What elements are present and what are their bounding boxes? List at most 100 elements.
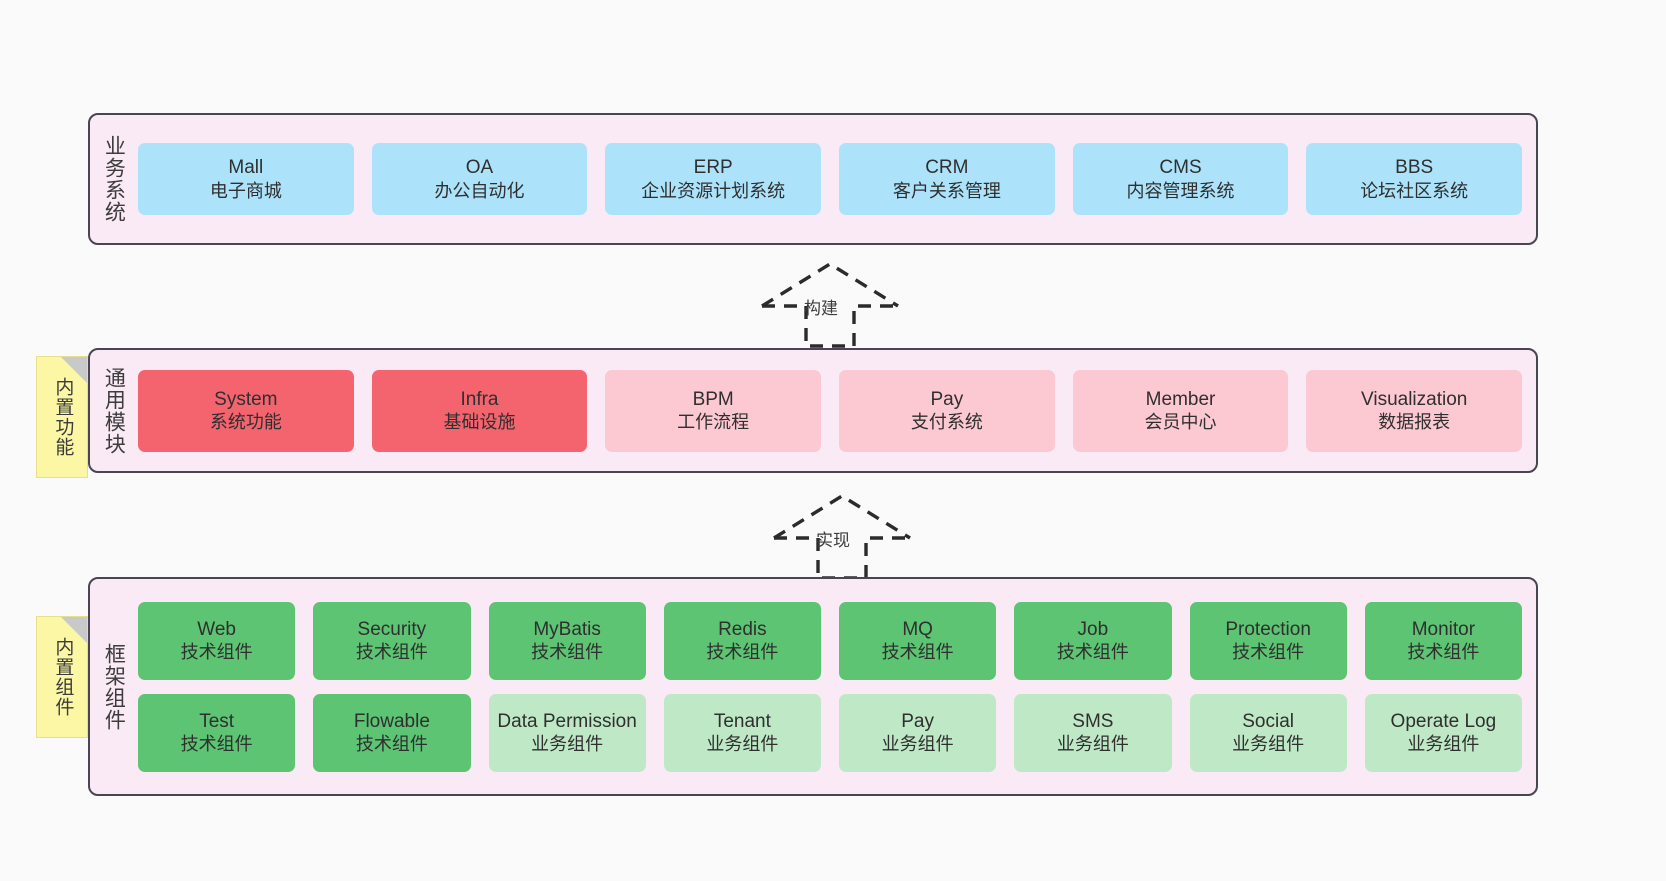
node-crm[interactable]: CRM 客户关系管理 [839, 143, 1055, 215]
node-title: ERP [693, 157, 733, 179]
build-arrow-icon [761, 262, 899, 348]
node-title: Flowable [353, 710, 430, 732]
implement-arrow-icon [773, 494, 911, 580]
layer-common-modules: 通用模块 System 系统功能 Infra 基础设施 BPM 工作流程 Pay… [88, 348, 1538, 473]
connector-label-build: 构建 [804, 299, 838, 318]
node-job[interactable]: Job 技术组件 [1014, 601, 1172, 680]
node-member[interactable]: Member 会员中心 [1072, 369, 1289, 452]
node-subtitle: 技术组件 [1232, 642, 1305, 663]
layer-label-business: 业务系统 [102, 135, 126, 223]
node-title: Pay [901, 710, 934, 732]
node-subtitle: 技术组件 [881, 642, 954, 663]
node-title: Pay [930, 388, 964, 410]
node-title: Operate Log [1390, 710, 1497, 732]
node-subtitle: 基础设施 [443, 412, 516, 433]
node-row: Mall 电子商城 OA 办公自动化 ERP 企业资源计划系统 CRM 客户关系… [138, 143, 1523, 215]
node-visualization[interactable]: Visualization 数据报表 [1306, 369, 1523, 452]
node-subtitle: 业务组件 [1232, 734, 1305, 755]
node-subtitle: 办公自动化 [434, 180, 525, 201]
node-title: Visualization [1361, 388, 1468, 410]
sticky-note-builtin-features: 内置功能 [36, 356, 88, 478]
node-mq[interactable]: MQ 技术组件 [839, 601, 997, 680]
node-pay-component[interactable]: Pay 业务组件 [839, 693, 997, 772]
layer-body-common: System 系统功能 Infra 基础设施 BPM 工作流程 Pay 支付系统… [136, 350, 1536, 471]
layer-body-business: Mall 电子商城 OA 办公自动化 ERP 企业资源计划系统 CRM 客户关系… [136, 115, 1536, 243]
node-mybatis[interactable]: MyBatis 技术组件 [488, 601, 646, 680]
node-subtitle: 业务组件 [706, 734, 779, 755]
node-title: Social [1242, 710, 1294, 732]
node-test[interactable]: Test 技术组件 [138, 693, 296, 772]
note-fold-corner-icon [61, 617, 87, 643]
node-web[interactable]: Web 技术组件 [138, 601, 296, 680]
node-data-permission[interactable]: Data Permission 业务组件 [488, 693, 646, 772]
node-monitor[interactable]: Monitor 技术组件 [1364, 601, 1522, 680]
node-subtitle: 支付系统 [910, 412, 983, 433]
node-subtitle: 业务组件 [531, 734, 604, 755]
node-tenant[interactable]: Tenant 业务组件 [663, 693, 821, 772]
node-subtitle: 技术组件 [706, 642, 779, 663]
node-pay-module[interactable]: Pay 支付系统 [839, 369, 1055, 452]
node-title: Test [199, 710, 235, 732]
node-subtitle: 论坛社区系统 [1360, 180, 1469, 201]
node-subtitle: 会员中心 [1144, 412, 1217, 433]
node-subtitle: 技术组件 [531, 642, 604, 663]
node-subtitle: 技术组件 [180, 642, 253, 663]
node-title: Tenant [713, 710, 771, 732]
connector-label-implement: 实现 [816, 531, 850, 550]
sticky-note-text: 内置功能 [52, 377, 74, 457]
layer-label-framework: 框架组件 [102, 642, 126, 731]
node-oa[interactable]: OA 办公自动化 [371, 143, 588, 215]
note-fold-corner-icon [61, 357, 87, 383]
node-subtitle: 业务组件 [881, 734, 954, 755]
node-subtitle: 电子商城 [209, 180, 282, 201]
node-subtitle: 技术组件 [180, 734, 253, 755]
node-subtitle: 技术组件 [1056, 642, 1129, 663]
node-social[interactable]: Social 业务组件 [1189, 693, 1347, 772]
node-title: Monitor [1411, 618, 1476, 640]
node-subtitle: 内容管理系统 [1126, 180, 1235, 201]
node-redis[interactable]: Redis 技术组件 [663, 601, 821, 680]
node-infra[interactable]: Infra 基础设施 [371, 369, 588, 452]
node-title: Member [1145, 388, 1216, 410]
node-security[interactable]: Security 技术组件 [313, 601, 471, 680]
node-mall[interactable]: Mall 电子商城 [138, 143, 354, 215]
layer-label-common: 通用模块 [102, 366, 126, 455]
node-subtitle: 技术组件 [355, 734, 428, 755]
node-title: Data Permission [497, 710, 637, 732]
sticky-note-builtin-components: 内置组件 [36, 616, 88, 738]
node-title: Protection [1225, 618, 1311, 640]
layer-framework-components: 框架组件 Web 技术组件 Security 技术组件 MyBatis 技术组件… [88, 577, 1538, 796]
node-title: MQ [902, 618, 933, 640]
node-title: OA [465, 157, 494, 179]
node-bbs[interactable]: BBS 论坛社区系统 [1306, 143, 1523, 215]
node-operate-log[interactable]: Operate Log 业务组件 [1364, 693, 1522, 772]
node-title: BBS [1395, 157, 1434, 179]
node-title: CMS [1159, 157, 1202, 179]
node-subtitle: 业务组件 [1056, 734, 1129, 755]
node-title: MyBatis [533, 618, 601, 640]
node-sms[interactable]: SMS 业务组件 [1014, 693, 1172, 772]
node-title: Infra [460, 388, 499, 410]
node-subtitle: 企业资源计划系统 [641, 180, 786, 201]
connector-implement: 实现 [772, 490, 912, 580]
node-subtitle: 业务组件 [1407, 734, 1480, 755]
node-title: SMS [1072, 710, 1114, 732]
node-subtitle: 数据报表 [1378, 412, 1451, 433]
node-flowable[interactable]: Flowable 技术组件 [313, 693, 471, 772]
layer-business-systems: 业务系统 Mall 电子商城 OA 办公自动化 ERP 企业资源计划系统 CRM… [88, 113, 1538, 245]
node-subtitle: 工作流程 [677, 412, 750, 433]
node-title: Security [357, 618, 427, 640]
node-system[interactable]: System 系统功能 [138, 369, 354, 452]
node-title: CRM [925, 157, 969, 179]
node-protection[interactable]: Protection 技术组件 [1189, 601, 1347, 680]
node-cms[interactable]: CMS 内容管理系统 [1072, 143, 1289, 215]
node-bpm[interactable]: BPM 工作流程 [605, 369, 822, 452]
node-title: BPM [692, 388, 734, 410]
layer-body-framework: Web 技术组件 Security 技术组件 MyBatis 技术组件 Redi… [136, 579, 1536, 794]
node-title: Job [1077, 618, 1109, 640]
node-subtitle: 客户关系管理 [892, 180, 1001, 201]
node-erp[interactable]: ERP 企业资源计划系统 [605, 143, 822, 215]
node-title: Mall [228, 157, 264, 179]
node-subtitle: 系统功能 [209, 412, 282, 433]
